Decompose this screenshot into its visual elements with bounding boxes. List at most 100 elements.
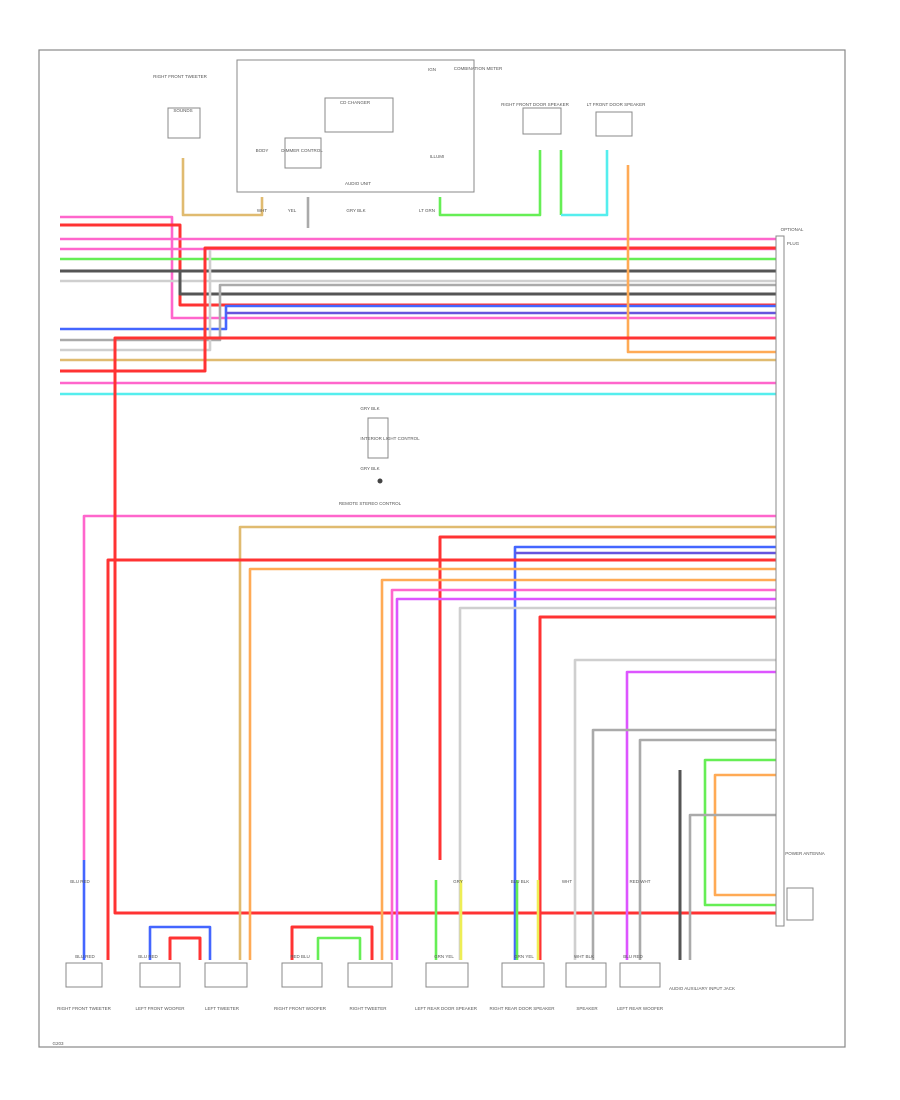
power-antenna-box (786, 887, 814, 921)
diagram-label: GRY BLK (346, 208, 365, 213)
wire-green-46 (316, 936, 362, 960)
diagram-label: WHT (257, 208, 267, 213)
diagram-label: RIGHT FRONT TWEETER (57, 1006, 112, 1011)
wire-blue-43 (148, 925, 212, 960)
wire-lightgray-33 (458, 606, 780, 960)
diagram-label: SOUNDS (173, 108, 192, 113)
diagram-label: BLU RED (75, 954, 95, 959)
diagram-label: BLU BLK (511, 879, 530, 884)
wire-orange-40 (713, 773, 780, 897)
wire-pink-22 (82, 514, 780, 860)
interior-light-control-box (367, 417, 389, 459)
wire-tan-24 (238, 525, 780, 960)
diagram-label: RIGHT FRONT DOOR SPEAKER (501, 102, 570, 107)
diagram-label: RED BLU (290, 954, 310, 959)
diagram-label: AUDIO AUXILIARY INPUT JACK (669, 986, 735, 991)
diagram-label: YEL (288, 208, 297, 213)
wire-lightgray-11 (60, 250, 212, 352)
wire-gray-38 (638, 738, 780, 960)
wire-red-34 (538, 615, 780, 960)
right-front-woofer-speaker (281, 962, 323, 988)
left-front-woofer-speaker (139, 962, 181, 988)
diagram-label: OPTIONAL (781, 227, 804, 232)
wire-red-23 (113, 336, 780, 915)
diagram-label: GRN YEL (434, 954, 454, 959)
ground-point (377, 478, 383, 484)
wire-tan-17 (181, 158, 264, 217)
wire-green-39 (703, 758, 780, 907)
audio-unit-box (236, 59, 475, 193)
wire-red-45 (290, 925, 374, 960)
diagram-label: LEFT TWEETER (205, 1006, 240, 1011)
diagram-label: BODY (256, 148, 269, 153)
diagram-label: RIGHT REAR DOOR SPEAKER (490, 1006, 556, 1011)
wire-orange-30 (380, 578, 780, 960)
wire-harness (60, 150, 783, 960)
diagram-label: POWER ANTENNA (785, 851, 825, 856)
diagram-label: GRY (453, 879, 463, 884)
wire-magenta-36 (625, 670, 780, 960)
dimmer-control-box (284, 137, 322, 169)
diagram-label: COMBINATION METER (454, 66, 503, 71)
diagram-label: LEFT REAR WOOFER (617, 1006, 664, 1011)
diagram-label: BLU RED (70, 879, 90, 884)
diagram-label: AUDIO UNIT (345, 181, 371, 186)
diagram-label: G203 (52, 1041, 64, 1046)
diagram-label: GRN YEL (514, 954, 534, 959)
diagram-label: LEFT REAR DOOR SPEAKER (415, 1006, 478, 1011)
wire-lightgray-35 (573, 658, 780, 960)
diagram-label: RIGHT FRONT WOOFER (274, 1006, 327, 1011)
wire-red-13 (60, 246, 780, 373)
wire-pink-31 (390, 588, 780, 960)
wire-gray-10 (60, 283, 780, 342)
left-tweeter-speaker (204, 962, 248, 988)
diagram-label: PLUG (787, 241, 800, 246)
diagram-label: BLU RED (623, 954, 643, 959)
diagram-label: RIGHT FRONT TWEETER (153, 74, 208, 79)
right-tweeter-speaker (347, 962, 393, 988)
diagram-label: BLU RED (138, 954, 158, 959)
center-speaker (565, 962, 607, 988)
wire-cyan-21 (561, 150, 609, 217)
diagram-label: CD CHANGER (340, 100, 371, 105)
diagram-label: REMOTE STEREO CONTROL (339, 501, 402, 506)
diagram-label: RED WHT (630, 879, 651, 884)
wire-blue-8 (60, 304, 780, 331)
wire-red-44 (168, 936, 202, 960)
wire-darkgray-7 (178, 271, 780, 296)
diagram-label: WHT BLK (574, 954, 594, 959)
right-front-tweeter-speaker (65, 962, 103, 988)
diagram-label: LEFT FRONT WOOFER (135, 1006, 185, 1011)
wire-red-28 (106, 558, 780, 960)
diagram-label: INTERIOR LIGHT CONTROL (360, 436, 420, 441)
wire-green-19 (438, 150, 542, 217)
diagram-label: WHT (562, 879, 572, 884)
cd-changer-box (324, 97, 394, 133)
wire-pink-0 (60, 215, 780, 320)
diagram-label: IGN (428, 67, 436, 72)
right-front-door-speaker-box (522, 107, 562, 135)
wire-orange-16 (626, 165, 780, 354)
diagram-label: DIMMER CONTROL (281, 148, 323, 153)
wire-gray-41 (688, 813, 780, 960)
diagram-label: LT FRONT DOOR SPEAKER (587, 102, 647, 107)
wire-red-25 (438, 535, 780, 860)
wire-gray-37 (591, 728, 780, 960)
diagram-label: GRY BLK (360, 406, 379, 411)
left-rear-door-speaker (425, 962, 469, 988)
wire-magenta-32 (395, 597, 780, 960)
right-rear-door-speaker (501, 962, 545, 988)
diagram-frame (38, 49, 846, 1048)
diagram-label: GRY BLK (360, 466, 379, 471)
diagram-label: RIGHT TWEETER (349, 1006, 387, 1011)
diagram-label: SPEAKER (576, 1006, 598, 1011)
right-front-tweeter-box (167, 107, 201, 139)
wire-blue-26 (513, 545, 780, 960)
left-rear-woofer-speaker (619, 962, 661, 988)
main-connector-box (775, 235, 785, 927)
left-front-door-speaker-box (595, 111, 633, 137)
wire-orange-29 (248, 567, 780, 960)
diagram-labels: RIGHT FRONT TWEETER SOUNDS RIGHT FRONT DOO… (52, 66, 824, 1046)
diagram-label: ILLUMI (430, 154, 445, 159)
